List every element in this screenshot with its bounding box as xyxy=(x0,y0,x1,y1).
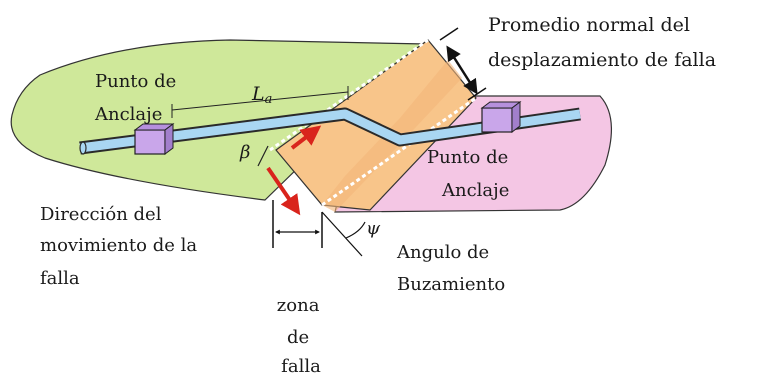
fault-zone-label: zona de falla xyxy=(277,295,325,376)
left-ground-block xyxy=(10,39,427,201)
anchor-length-symbol: La xyxy=(251,83,272,107)
displacement-label: Promedio normal del desplazamiento de fa… xyxy=(488,14,716,71)
anchor-block-right xyxy=(480,101,522,133)
anchor-label-left: Punto de Anclaje xyxy=(94,71,182,125)
fault-zone-width-dimension xyxy=(272,200,323,248)
normal-displacement-arrow xyxy=(446,45,478,95)
fault-movement-arrow-lower xyxy=(266,166,301,216)
dip-angle-label: Angulo de Buzamiento xyxy=(396,242,505,295)
anchor-block-left xyxy=(133,123,175,155)
beta-angle-arc xyxy=(257,145,269,167)
dip-angle-indicator xyxy=(321,211,366,257)
psi-symbol: ψ xyxy=(366,218,381,239)
anchor-length-dimension xyxy=(171,91,349,111)
fault-movement-arrow-upper xyxy=(290,125,322,150)
beta-symbol: β xyxy=(239,142,250,163)
fault-direction-label: Dirección del movimiento de la falla xyxy=(40,204,203,289)
anchor-label-right: Punto de Anclaje xyxy=(427,147,514,201)
